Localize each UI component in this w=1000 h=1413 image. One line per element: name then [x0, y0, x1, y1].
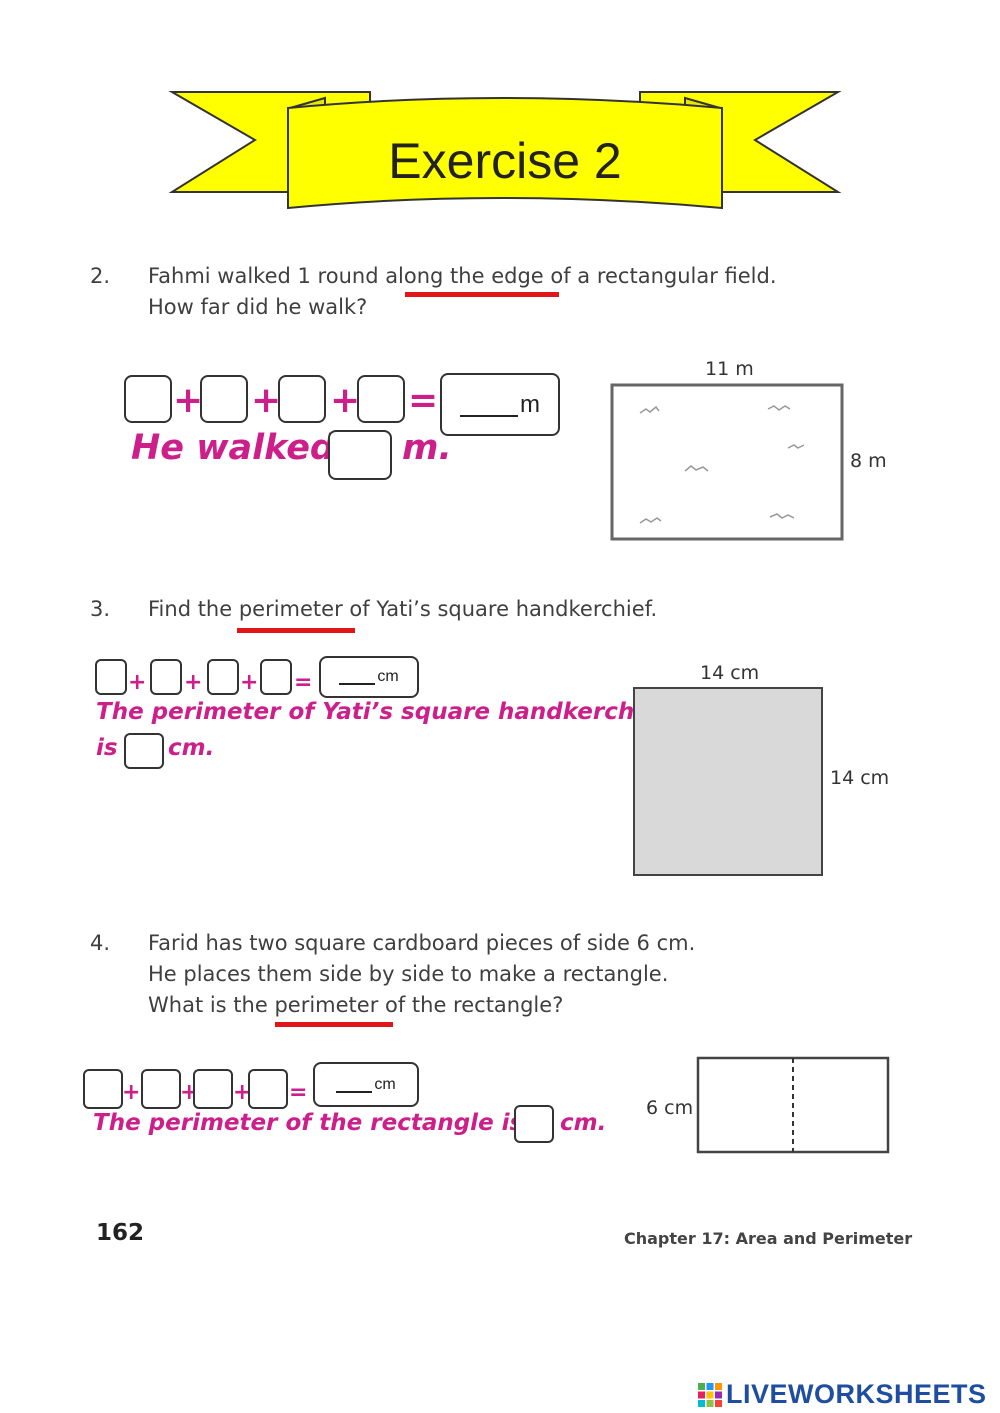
plus-sign: +: [173, 380, 204, 421]
q2-line1: Fahmi walked 1 round along the edge of a…: [148, 264, 777, 288]
q4-sentence-end: cm.: [560, 1110, 607, 1136]
q2-input-3[interactable]: [278, 375, 326, 423]
plus-sign: +: [128, 670, 147, 695]
q4-line3: What is the perimeter of the rectangle?: [148, 993, 564, 1017]
plus-sign: +: [330, 380, 361, 421]
liveworksheets-brand-text: LIVEWORKSHEETS: [726, 1379, 987, 1409]
q4-underline: [275, 1022, 393, 1027]
liveworksheets-logo-icon: [698, 1382, 722, 1407]
q4-input-4[interactable]: [248, 1069, 288, 1109]
equals-sign: =: [289, 1080, 308, 1105]
q3-underline: [237, 628, 355, 633]
q4-side-label: 6 cm: [646, 1097, 694, 1119]
q2-input-1[interactable]: [124, 375, 172, 423]
equals-sign: =: [408, 380, 439, 421]
q3-sentence-start: is: [96, 735, 118, 761]
q2-answer-input[interactable]: m: [440, 373, 560, 436]
q2-sentence-input[interactable]: [328, 430, 392, 480]
plus-sign: +: [184, 670, 203, 695]
q3-line1: Find the perimeter of Yati’s square hand…: [148, 597, 658, 621]
q4-input-1[interactable]: [83, 1069, 123, 1109]
q3-input-2[interactable]: [150, 659, 182, 695]
q3-input-4[interactable]: [260, 659, 292, 695]
q4-answer-unit: cm: [374, 1075, 396, 1093]
answer-blank: [336, 1077, 373, 1093]
q2-height-label: 8 m: [850, 450, 887, 472]
chapter-title: Chapter 17: Area and Perimeter: [624, 1229, 913, 1248]
q2-line2: How far did he walk?: [148, 295, 368, 319]
plus-sign: +: [240, 670, 259, 695]
q4-input-2[interactable]: [141, 1069, 181, 1109]
q3-number: 3.: [90, 597, 111, 621]
plus-sign: +: [233, 1080, 252, 1105]
exercise-banner: [168, 91, 842, 210]
q3-input-1[interactable]: [95, 659, 127, 695]
q4-input-3[interactable]: [193, 1069, 233, 1109]
page-number: 162: [96, 1220, 145, 1246]
q4-answer-input[interactable]: cm: [313, 1062, 419, 1107]
equals-sign: =: [294, 670, 313, 695]
q4-line2: He places them side by side to make a re…: [148, 962, 669, 986]
q4-sentence-start: The perimeter of the rectangle is: [93, 1110, 524, 1136]
q2-input-4[interactable]: [357, 375, 405, 423]
q3-width-label: 14 cm: [700, 662, 760, 684]
q2-width-label: 11 m: [705, 358, 754, 380]
q4-line1: Farid has two square cardboard pieces of…: [148, 931, 696, 955]
q2-answer-unit: m: [520, 390, 540, 418]
q3-input-3[interactable]: [207, 659, 239, 695]
q2-sentence-end: m.: [402, 428, 452, 468]
q2-underline: [405, 292, 559, 297]
q3-sentence-input[interactable]: [124, 733, 164, 769]
answer-blank: [339, 669, 376, 685]
rectangular-field: [610, 383, 844, 541]
plus-sign: +: [122, 1080, 141, 1105]
q2-number: 2.: [90, 264, 111, 288]
q3-answer-input[interactable]: cm: [319, 656, 419, 698]
plus-sign: +: [251, 380, 282, 421]
q3-sentence-line1: The perimeter of Yati’s square handkerch…: [96, 699, 668, 725]
two-squares-rectangle: [696, 1056, 890, 1154]
q3-answer-unit: cm: [377, 668, 399, 685]
answer-blank: [460, 393, 518, 417]
q4-number: 4.: [90, 931, 111, 955]
q3-sentence-end: cm.: [168, 735, 215, 761]
q2-sentence-start: He walked: [131, 428, 335, 468]
handkerchief-square: [633, 687, 823, 876]
liveworksheets-logo: LIVEWORKSHEETS: [697, 1379, 987, 1410]
q3-height-label: 14 cm: [830, 767, 890, 789]
q4-sentence-input[interactable]: [514, 1105, 554, 1143]
banner-title: Exercise 2: [388, 133, 622, 189]
q2-input-2[interactable]: [200, 375, 248, 423]
